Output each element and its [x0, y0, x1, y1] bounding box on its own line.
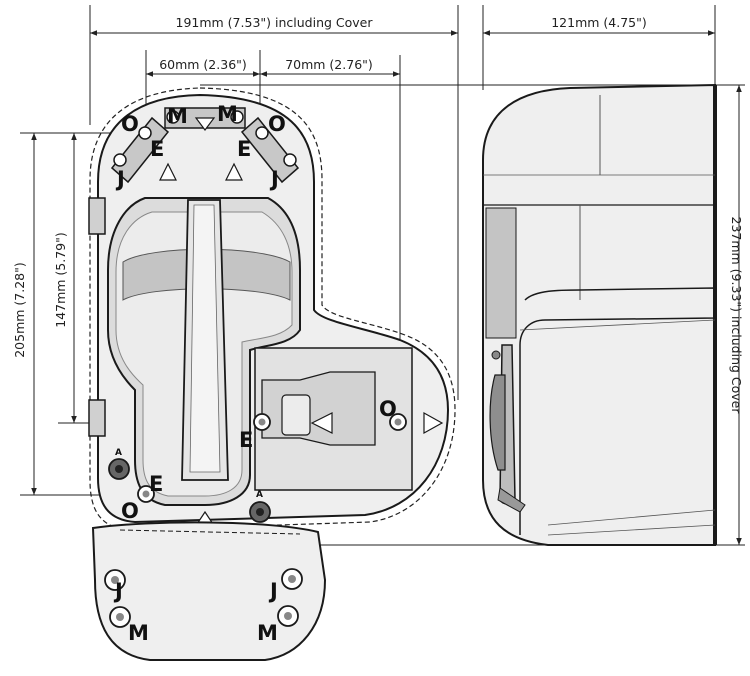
label-j: J — [115, 167, 125, 191]
dim-spacing-left: 60mm (2.36") — [159, 57, 247, 72]
dim-height-147: 147mm (5.79") — [53, 232, 68, 328]
cover-outline — [89, 87, 456, 531]
front-view: M M O O E E J J O E E O A A J J M M — [88, 87, 456, 661]
triangle-marker-icon — [310, 412, 333, 434]
label-m: M — [257, 621, 278, 645]
bottom-cover — [91, 521, 327, 661]
label-m: M — [128, 621, 149, 645]
label-j: J — [268, 579, 278, 603]
triangle-marker-icon — [194, 117, 216, 131]
label-j: J — [113, 579, 123, 603]
label-o: O — [121, 112, 139, 136]
side-body — [482, 83, 716, 546]
label-o: O — [121, 499, 139, 523]
dim-spacing-right: 70mm (2.76") — [285, 57, 373, 72]
label-e: E — [239, 428, 253, 452]
label-o: O — [268, 112, 286, 136]
triangle-marker-icon — [423, 411, 444, 435]
label-j: J — [269, 167, 279, 191]
label-m: M — [217, 102, 238, 126]
label-a: A — [256, 490, 263, 500]
label-m: M — [167, 104, 188, 128]
label-e: E — [237, 137, 251, 161]
label-o: O — [379, 397, 397, 421]
triangle-marker-icon — [225, 162, 243, 181]
triangle-marker-icon — [159, 162, 177, 181]
top-mounting-slots — [110, 107, 300, 184]
label-a: A — [115, 448, 122, 458]
dim-overall-width: 191mm (7.53") including Cover — [176, 15, 374, 30]
dim-depth: 121mm (4.75") — [551, 15, 647, 30]
dim-height-237: 237mm (9.33") including Cover — [729, 217, 744, 415]
hole-labels: M M O O E E J J O E E O A A J J M M — [113, 102, 397, 645]
right-plate — [254, 347, 444, 491]
label-e: E — [150, 137, 164, 161]
dim-height-205: 205mm (7.28") — [12, 262, 27, 358]
side-view — [482, 83, 717, 546]
label-e: E — [149, 472, 163, 496]
mounting-holes — [108, 413, 407, 528]
